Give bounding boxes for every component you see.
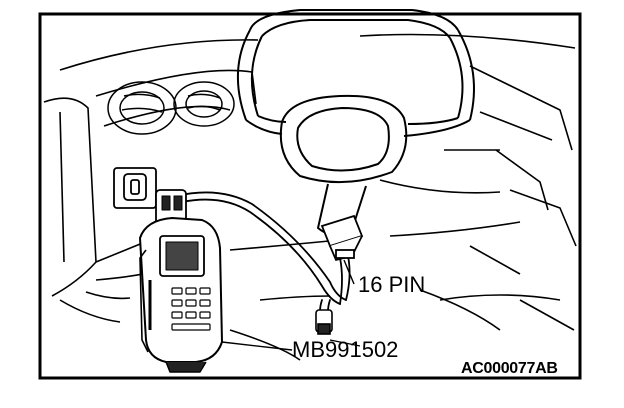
steering-wheel — [237, 9, 475, 238]
ignition-switch — [113, 167, 157, 209]
leader-mb991502 — [221, 341, 293, 351]
leader-plug — [329, 339, 361, 347]
air-vents — [107, 81, 235, 135]
leader-16-pin — [343, 259, 355, 285]
scan-tool-mb991502 — [139, 189, 223, 373]
tool-label: MB991502 — [292, 337, 399, 362]
mb991502-adapter-plug — [315, 309, 333, 335]
illustration-frame — [38, 12, 582, 380]
figure-code: AC000077AB — [461, 360, 558, 377]
connector-16-pin — [320, 214, 364, 262]
connector-label: 16 PIN — [358, 272, 426, 297]
leader-lines — [221, 259, 361, 351]
